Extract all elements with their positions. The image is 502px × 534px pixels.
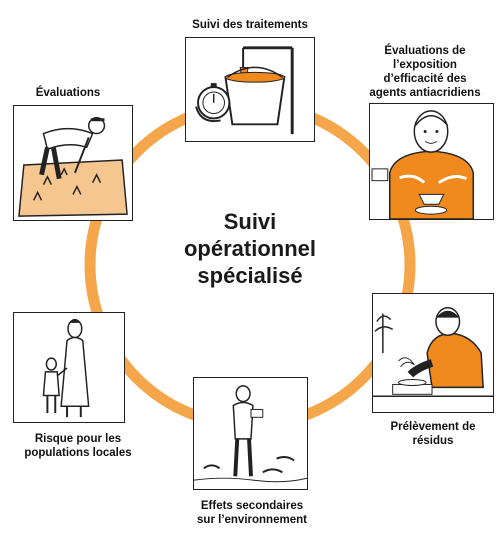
- worker-protective-suit-illustration: [371, 110, 475, 219]
- label-evaluations-exposition: Évaluations de l’exposition d’efficacité…: [369, 45, 481, 99]
- kneeling-worker-illustration: [18, 117, 128, 217]
- label-risque-populations: Risque pour les populations locales: [24, 433, 132, 459]
- field-observer-illustration: [194, 385, 307, 483]
- center-title-line-2: opérationnel: [183, 236, 316, 261]
- illustration-field-evaluation: [13, 105, 133, 221]
- label-prelevement-residus: Prélèvement de résidus: [390, 421, 476, 447]
- center-title: Suivi opérationnel spécialisé: [150, 208, 350, 289]
- label-evaluations: Évaluations: [35, 87, 101, 99]
- bucket-stopwatch-illustration: [195, 46, 294, 135]
- lab-technician-illustration: [373, 307, 493, 398]
- label-suivi-traitements: Suivi des traitements: [192, 19, 308, 31]
- illustration-residue-sampling: [372, 293, 494, 413]
- illustration-local-populations: [13, 312, 125, 423]
- illustration-environmental-effects: [193, 377, 308, 490]
- mother-child-illustration: [42, 318, 90, 418]
- center-title-line-3: spécialisé: [197, 263, 303, 288]
- illustration-treatment-monitoring: [185, 37, 315, 142]
- label-effets-secondaires: Effets secondaires sur l’environnement: [197, 500, 307, 526]
- center-title-line-1: Suivi: [223, 209, 277, 234]
- illustration-exposure-evaluation: [369, 103, 494, 220]
